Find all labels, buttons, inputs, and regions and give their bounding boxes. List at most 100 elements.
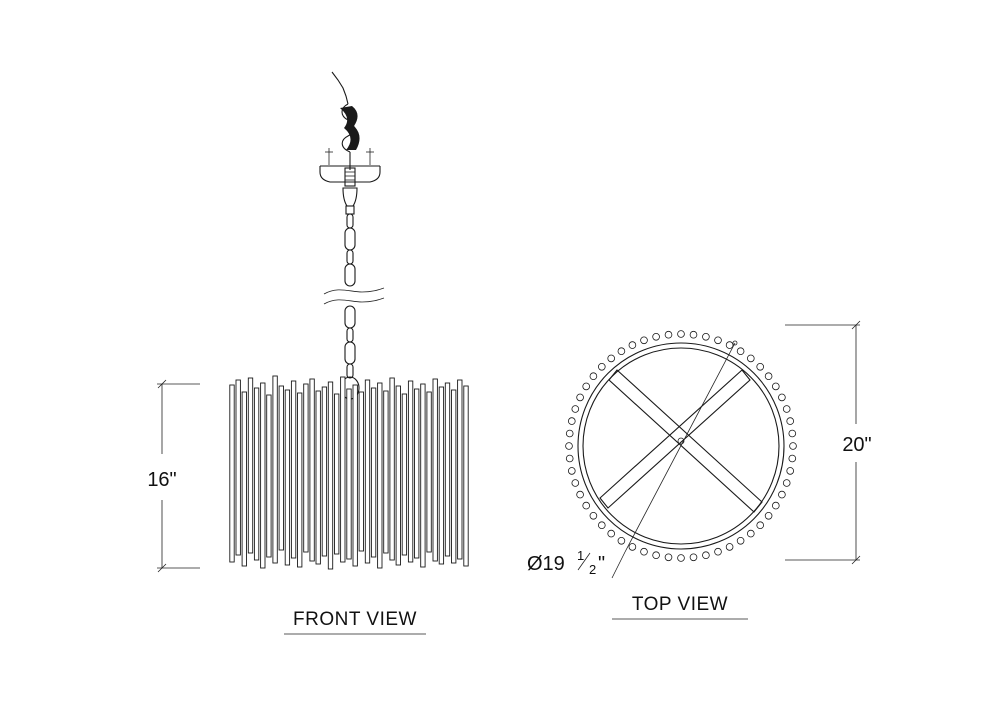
bead	[597, 521, 606, 529]
drum-rod	[457, 379, 463, 560]
bead	[736, 347, 745, 356]
drum-rod	[370, 387, 377, 558]
drum-rod	[297, 392, 303, 568]
bead	[764, 372, 773, 381]
diameter-unit: "	[598, 553, 605, 575]
drum-rod	[401, 393, 408, 556]
drum-rod	[377, 382, 383, 569]
bead	[786, 467, 794, 475]
bead	[725, 543, 734, 551]
bead	[702, 551, 710, 559]
bead	[582, 382, 590, 391]
drum-rod	[290, 380, 297, 559]
bead	[567, 417, 576, 425]
bead	[689, 553, 698, 562]
bead	[652, 332, 660, 341]
front-view: 16" FRONT VIEW	[147, 71, 469, 635]
drum-rod	[315, 390, 321, 565]
bead	[628, 543, 637, 551]
bead	[571, 405, 580, 413]
bead	[756, 521, 764, 529]
bead	[597, 362, 606, 371]
drum-rods	[229, 375, 469, 570]
drum-rod	[229, 384, 235, 563]
bead	[702, 332, 710, 341]
bead-ring	[565, 330, 797, 562]
top-height-dimension: 20"	[785, 320, 872, 565]
top-view-title: TOP VIEW	[612, 594, 748, 620]
bead	[607, 529, 615, 538]
bead	[565, 442, 573, 450]
bead	[640, 336, 648, 345]
drum-rod	[395, 385, 401, 566]
drum-rod	[444, 382, 451, 557]
drum-rod	[309, 378, 315, 562]
bead	[571, 479, 580, 487]
bead	[565, 454, 574, 463]
front-view-label: FRONT VIEW	[293, 609, 417, 630]
diameter-leader	[624, 342, 736, 553]
drum-rod	[346, 388, 352, 560]
drum-rod	[284, 389, 291, 566]
bead	[664, 330, 673, 339]
break-line-icon	[323, 287, 385, 305]
drum-rod	[235, 379, 241, 556]
drum-rod	[451, 389, 457, 564]
diameter-dimension: Ø19 1 2 "	[527, 548, 605, 577]
drum-rod	[321, 386, 328, 557]
drum-rod	[407, 380, 414, 563]
drum-rod	[266, 394, 272, 558]
bead	[736, 536, 745, 545]
drum-rod	[383, 390, 389, 554]
bead	[565, 429, 574, 438]
bead	[789, 442, 797, 450]
bead	[689, 330, 698, 339]
diameter-fraction-den: 2	[589, 562, 596, 577]
power-cord-icon	[331, 71, 360, 170]
bead	[582, 501, 590, 510]
bead	[778, 393, 786, 402]
bead	[617, 347, 626, 356]
drum-rod	[303, 383, 309, 553]
bead	[589, 511, 598, 520]
top-view: Ø19 1 2 " 20" TOP VIEW	[527, 320, 872, 620]
chain-icon	[340, 213, 360, 400]
drum-rod	[253, 387, 260, 561]
bead	[771, 382, 780, 391]
bead	[652, 551, 660, 559]
drum-rod	[358, 391, 364, 552]
drum-rod	[432, 378, 438, 562]
bead	[782, 479, 791, 487]
front-height-dimension: 16"	[147, 379, 200, 573]
drum-rod	[364, 379, 371, 564]
drum-rod	[340, 376, 346, 563]
bead	[664, 553, 673, 562]
bead	[764, 511, 773, 520]
diameter-main: Ø19	[527, 553, 565, 575]
bead	[771, 501, 780, 510]
front-height-label: 16"	[147, 469, 176, 491]
bead	[567, 467, 576, 475]
outer-ring	[577, 342, 785, 550]
drum-rod	[247, 377, 254, 554]
top-view-label: TOP VIEW	[632, 594, 728, 615]
bead	[714, 336, 722, 345]
drum-rod	[389, 377, 395, 561]
bead	[617, 536, 626, 545]
bead	[746, 354, 755, 363]
drum-rod	[278, 385, 284, 551]
front-view-title: FRONT VIEW	[284, 609, 426, 635]
bead	[782, 405, 791, 413]
bead	[677, 554, 685, 562]
bead	[786, 417, 794, 425]
bead	[714, 547, 722, 556]
drum-rod	[420, 383, 426, 568]
bead	[677, 330, 685, 338]
drum-rod	[463, 385, 469, 567]
cross-arms	[599, 369, 763, 513]
bead	[756, 362, 764, 371]
bead	[640, 547, 648, 556]
bead	[746, 529, 755, 538]
drum-rod	[260, 382, 266, 569]
